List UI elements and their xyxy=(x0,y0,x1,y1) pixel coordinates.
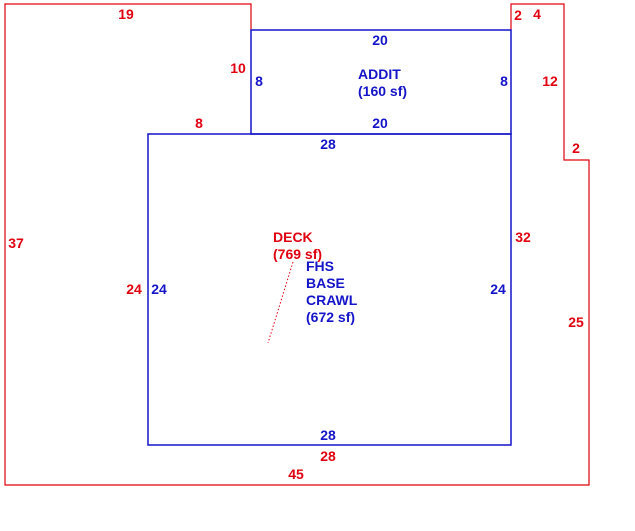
deck-dim-bottom: 45 xyxy=(288,466,304,482)
deck-area: (769 sf) xyxy=(273,246,322,262)
deck-dim-top-right-b: 4 xyxy=(533,6,541,22)
house-dim-bottom: 28 xyxy=(320,427,336,443)
deck-dim-top-left: 19 xyxy=(118,6,134,22)
addition-dim-left: 8 xyxy=(255,73,263,89)
house-label-line-1: FHS xyxy=(306,258,334,274)
deck-dim-right-lower: 25 xyxy=(568,314,584,330)
deck-dim-left: 37 xyxy=(8,235,24,251)
deck-dim-top-right-a: 2 xyxy=(514,7,522,23)
deck-dim-inner-top: 8 xyxy=(195,115,203,131)
addition-area: (160 sf) xyxy=(358,83,407,99)
deck-dim-left-inner: 24 xyxy=(126,281,142,297)
deck-dim-right-upper: 12 xyxy=(542,73,558,89)
main-house-outline xyxy=(147,133,512,446)
house-dim-left: 24 xyxy=(151,281,167,297)
deck-label-leader xyxy=(267,261,294,344)
deck-label: DECK xyxy=(273,229,313,245)
deck-dim-right-inner: 32 xyxy=(515,229,531,245)
addition-dim-top: 20 xyxy=(372,32,388,48)
house-label-line-3: CRAWL xyxy=(306,292,358,308)
deck-outline xyxy=(4,3,590,486)
house-dim-top: 28 xyxy=(320,136,336,152)
addition-label: ADDIT xyxy=(358,66,401,82)
addition-dim-bottom: 20 xyxy=(372,115,388,131)
addition-dim-right: 8 xyxy=(500,73,508,89)
deck-dim-bottom-inner: 28 xyxy=(320,448,336,464)
deck-dim-notch-left: 10 xyxy=(230,60,246,76)
house-area: (672 sf) xyxy=(306,309,355,325)
house-dim-right: 24 xyxy=(490,281,506,297)
house-label-line-2: BASE xyxy=(306,275,345,291)
deck-dim-step: 2 xyxy=(572,140,580,156)
